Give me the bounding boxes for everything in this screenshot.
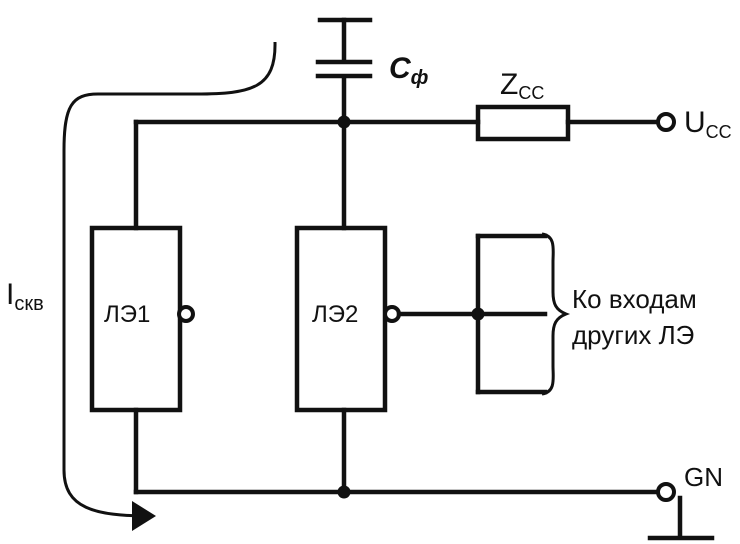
supply-junction-dot [337,115,351,129]
impedance-label: Z [500,68,518,101]
gate1-label: ЛЭ1 [104,301,150,328]
fanout-note-line2: других ЛЭ [572,320,694,350]
gate2-label: ЛЭ2 [312,301,358,328]
svg-text:Cф: Cф [389,52,429,89]
ground-terminal [656,482,676,502]
capacitor-symbol [315,17,373,79]
current-label: I [6,278,14,311]
ground-symbol [647,495,715,541]
svg-text:Iскв: Iскв [6,278,44,315]
ground-junction-dot [337,485,351,499]
fanout-brace [541,232,571,396]
svg-text:UCC: UCC [684,106,732,142]
capacitor-subscript: ф [411,67,429,89]
svg-text:ZCC: ZCC [500,68,544,103]
capacitor-label: C [389,52,412,85]
impedance-symbol [475,104,571,142]
supply-subscript: CC [706,122,732,142]
supply-terminal [656,112,676,132]
current-flow-arrow [62,41,277,531]
fanout-lines [475,233,548,395]
ground-label: GN [684,462,723,492]
supply-label: U [684,106,706,139]
impedance-subscript: CC [518,83,544,103]
gate1-output-circle [177,305,195,323]
fanout-note-line1: Ко входам [572,284,697,314]
current-subscript: скв [14,293,43,315]
